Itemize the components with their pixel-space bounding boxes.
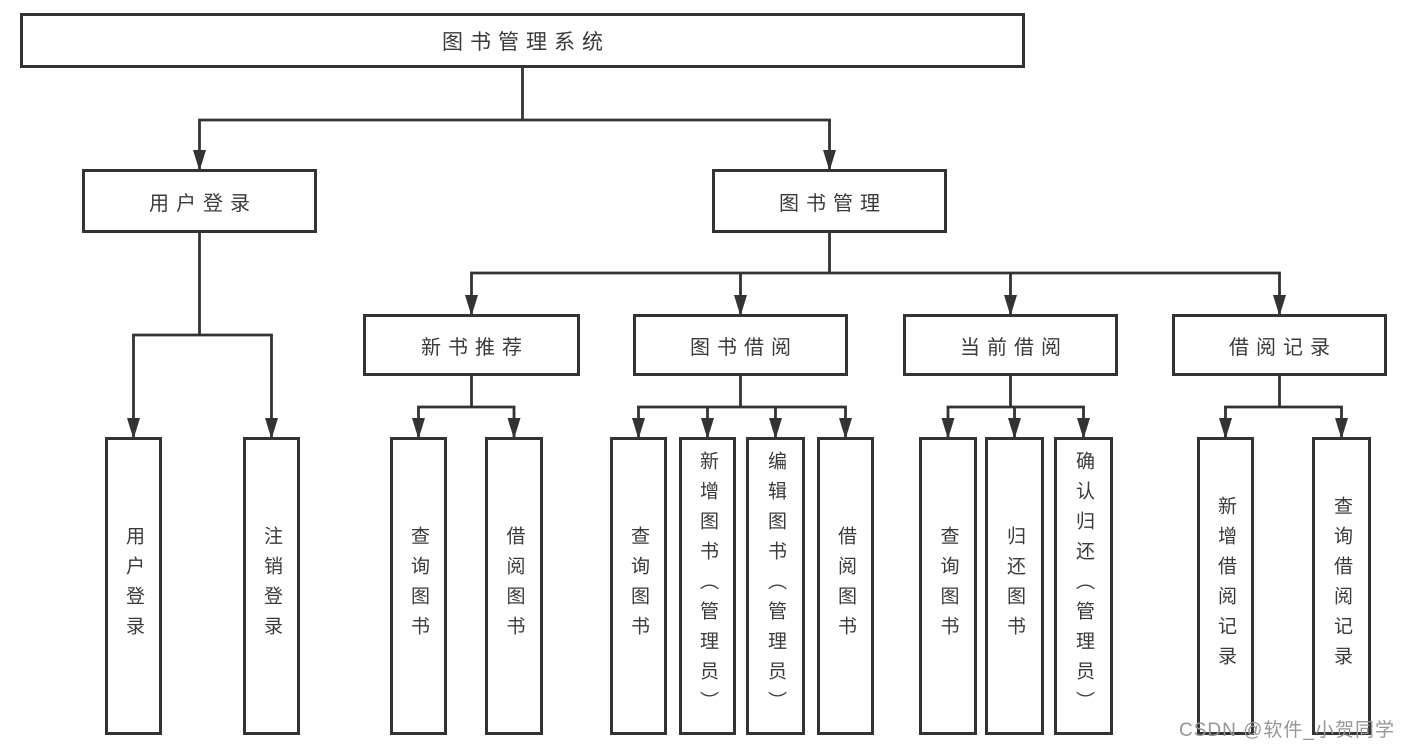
node-borrow-records: 借阅记录 bbox=[1172, 314, 1387, 376]
edge-group-borrow-records bbox=[1219, 374, 1348, 439]
node-br-search: 查询借阅记录 bbox=[1312, 437, 1371, 735]
node-label-bb-add: 新增图书（管理员） bbox=[697, 451, 718, 721]
node-label-current-borrow: 当前借阅 bbox=[960, 336, 1068, 359]
node-label-login: 用户登录 bbox=[123, 526, 144, 646]
node-cb-return: 归还图书 bbox=[985, 437, 1044, 735]
node-new-book-rec: 新书推荐 bbox=[363, 314, 580, 376]
node-label-root: 图书管理系统 bbox=[442, 30, 610, 54]
node-label-cb-search: 查询图书 bbox=[937, 526, 959, 646]
node-label-book-mgmt: 图书管理 bbox=[779, 192, 887, 215]
node-label-br-search: 查询借阅记录 bbox=[1331, 496, 1352, 676]
node-bb-add: 新增图书（管理员） bbox=[679, 437, 736, 735]
node-label-br-add: 新增借阅记录 bbox=[1215, 496, 1236, 676]
node-label-new-book-rec: 新书推荐 bbox=[421, 336, 529, 359]
node-label-bb-edit: 编辑图书（管理员） bbox=[765, 451, 786, 721]
node-nb-search: 查询图书 bbox=[390, 437, 447, 735]
node-cb-confirm: 确认归还（管理员） bbox=[1054, 437, 1113, 735]
node-label-nb-search: 查询图书 bbox=[408, 526, 429, 646]
node-book-borrow: 图书借阅 bbox=[633, 314, 848, 376]
node-nb-borrow: 借阅图书 bbox=[485, 437, 543, 735]
node-user-login: 用户登录 bbox=[82, 169, 317, 233]
node-book-mgmt: 图书管理 bbox=[712, 169, 947, 233]
node-bb-borrow: 借阅图书 bbox=[817, 437, 874, 735]
node-label-cb-confirm: 确认归还（管理员） bbox=[1073, 451, 1094, 721]
node-login: 用户登录 bbox=[105, 437, 162, 735]
edge-group-new-book-rec bbox=[412, 374, 521, 439]
edge-group-root bbox=[193, 66, 836, 171]
node-label-borrow-records: 借阅记录 bbox=[1229, 336, 1337, 359]
watermark: CSDN @软件_小贺同学 bbox=[1179, 720, 1395, 741]
node-label-nb-borrow: 借阅图书 bbox=[503, 526, 525, 646]
node-br-add: 新增借阅记录 bbox=[1197, 437, 1254, 735]
node-cb-search: 查询图书 bbox=[919, 437, 977, 735]
edge-group-book-mgmt bbox=[465, 231, 1286, 316]
node-label-user-login: 用户登录 bbox=[149, 192, 257, 215]
node-current-borrow: 当前借阅 bbox=[903, 314, 1118, 376]
node-bb-search: 查询图书 bbox=[610, 437, 667, 735]
node-label-cb-return: 归还图书 bbox=[1004, 526, 1025, 646]
node-logout: 注销登录 bbox=[243, 437, 300, 735]
edge-group-book-borrow bbox=[632, 374, 852, 439]
node-label-book-borrow: 图书借阅 bbox=[690, 336, 798, 359]
edge-group-current-borrow bbox=[941, 374, 1090, 439]
node-label-bb-borrow: 借阅图书 bbox=[835, 526, 856, 646]
node-label-logout: 注销登录 bbox=[261, 526, 282, 646]
node-root: 图书管理系统 bbox=[20, 13, 1025, 68]
node-bb-edit: 编辑图书（管理员） bbox=[746, 437, 805, 735]
edge-group-user-login bbox=[127, 231, 278, 439]
node-label-bb-search: 查询图书 bbox=[628, 526, 649, 646]
